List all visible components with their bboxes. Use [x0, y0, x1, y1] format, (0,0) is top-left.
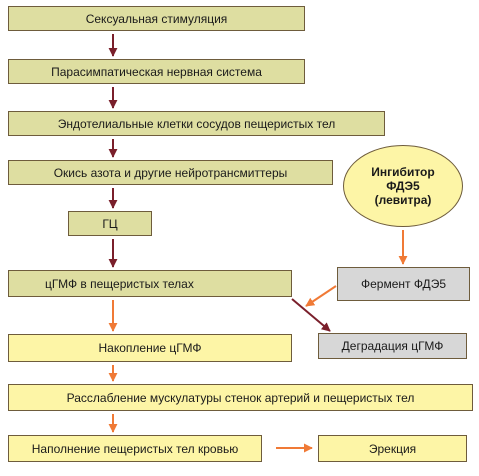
box-cgmp-degradation: Деградация цГМФ [318, 333, 467, 359]
box-guanylate-cyclase: ГЦ [68, 211, 152, 236]
label-pde5-enzyme: Фермент ФДЭ5 [360, 277, 446, 291]
inhibitor-line-1: Ингибитор [371, 165, 435, 179]
label-relaxation: Расслабление мускулатуры стенок артерий … [66, 390, 415, 405]
box-erection: Эрекция [318, 435, 467, 462]
box-cgmp-accumulation: Накопление цГМФ [8, 334, 292, 362]
label-guanylate-cyclase: ГЦ [102, 216, 118, 231]
box-cgmp-cavernous: цГМФ в пещеристых телах [8, 270, 292, 297]
label-endothelial-cells: Эндотелиальные клетки сосудов пещеристых… [57, 116, 336, 131]
label-blood-filling: Наполнение пещеристых тел кровью [31, 441, 239, 456]
box-sexual-stimulation: Сексуальная стимуляция [8, 6, 305, 31]
label-parasympathetic-system: Парасимпатическая нервная система [51, 64, 262, 79]
box-pde5-enzyme: Фермент ФДЭ5 [337, 267, 470, 301]
inhibitor-line-2: ФДЭ5 [386, 179, 420, 193]
box-endothelial-cells: Эндотелиальные клетки сосудов пещеристых… [8, 111, 385, 136]
label-cgmp-cavernous: цГМФ в пещеристых телах [45, 276, 194, 291]
box-blood-filling: Наполнение пещеристых тел кровью [8, 435, 262, 462]
arrow-enzyme-to-degradation [305, 285, 337, 307]
label-cgmp-accumulation: Накопление цГМФ [98, 341, 202, 355]
arrow-cgmp-to-degradation [291, 298, 331, 332]
inhibitor-circle: Ингибитор ФДЭ5 (левитра) [343, 145, 463, 227]
box-parasympathetic-system: Парасимпатическая нервная система [8, 59, 305, 84]
inhibitor-line-3: (левитра) [374, 193, 432, 207]
box-relaxation: Расслабление мускулатуры стенок артерий … [8, 384, 473, 411]
box-nitric-oxide: Окись азота и другие нейротрансмиттеры [8, 160, 333, 185]
label-sexual-stimulation: Сексуальная стимуляция [85, 11, 228, 26]
label-erection: Эрекция [368, 441, 417, 456]
label-cgmp-degradation: Деградация цГМФ [341, 339, 444, 353]
label-nitric-oxide: Окись азота и другие нейротрансмиттеры [53, 165, 288, 180]
